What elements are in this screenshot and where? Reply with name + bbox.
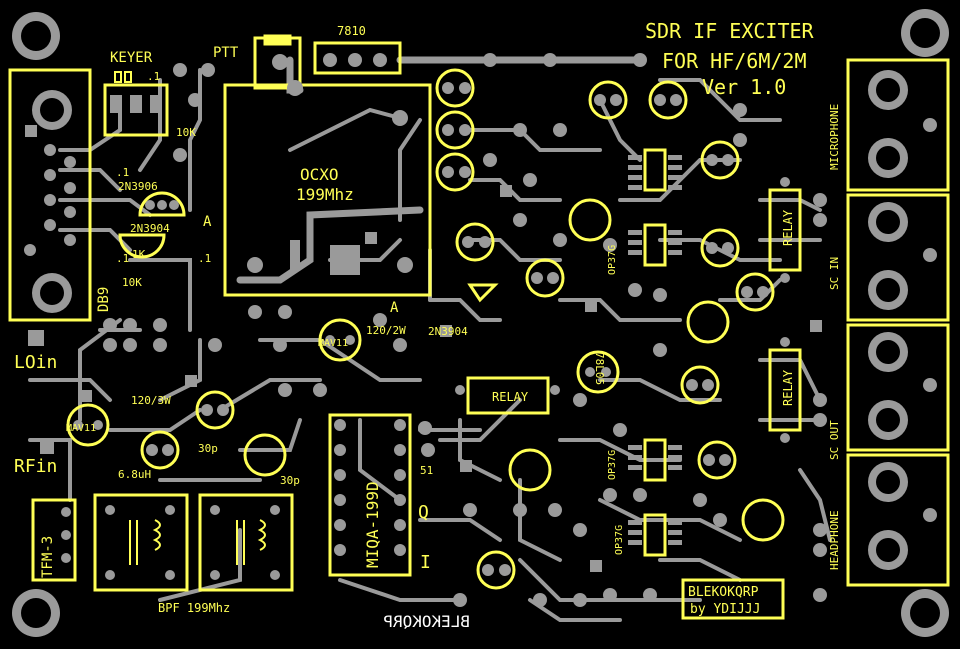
- mixer-module: [328, 413, 412, 577]
- c-30p-label-2: 30p: [280, 474, 300, 487]
- ocxo-freq-label: 199Mhz: [296, 185, 354, 204]
- c01a-label: .1: [147, 70, 160, 83]
- lo-in-label: LOin: [14, 352, 57, 373]
- r-120-2w-label: 120/2W: [366, 324, 406, 337]
- op3-label: OP37G: [614, 525, 625, 555]
- relay1-label: RELAY: [492, 390, 529, 404]
- c-30p-label-1: 30p: [198, 442, 218, 455]
- c01b-label: .1: [116, 166, 129, 179]
- silk-labels: SDR IF EXCITER FOR HF/6M/2M Ver 1.0 KEYE…: [14, 19, 841, 631]
- ocxo-module: [223, 80, 432, 297]
- title-line3: Ver 1.0: [702, 75, 786, 99]
- t3-label: 2N3904: [428, 325, 468, 338]
- l-68-label: 6.8uH: [118, 468, 151, 481]
- k1-label: 1K: [132, 248, 146, 261]
- ptt-label: PTT: [213, 45, 239, 61]
- mav1-label: MAV11: [318, 338, 348, 349]
- mixer-label: MIQA-199D: [363, 481, 382, 568]
- author-box: [681, 578, 785, 620]
- sc-in-label: SC IN: [828, 257, 841, 290]
- a2-label: A: [390, 300, 399, 316]
- op1-label: OP37G: [607, 245, 618, 275]
- a1-label: A: [203, 214, 212, 230]
- keyer-jack: [103, 71, 169, 137]
- mav2-label: MAV11: [66, 423, 96, 434]
- q-label: Q: [418, 502, 429, 523]
- ocxo-label: OCXO: [300, 165, 339, 184]
- tfm-label: TFM-3: [40, 536, 56, 578]
- title-line1: SDR IF EXCITER: [645, 19, 815, 43]
- relay3-label: RELAY: [781, 369, 795, 406]
- relay2-label: RELAY: [781, 209, 795, 246]
- transistors: [66, 191, 785, 542]
- microphone-label: MICROPHONE: [828, 104, 841, 170]
- keyer-label: KEYER: [110, 50, 153, 66]
- k10-label: 10K: [176, 126, 196, 139]
- rf-in-label: RFin: [14, 456, 57, 477]
- audio-jacks: [846, 58, 950, 587]
- l7805-label: 78L05: [593, 352, 606, 385]
- bpf-label: BPF 199Mhz: [158, 601, 230, 615]
- regulator-label: 7810: [337, 24, 366, 38]
- headphone-label: HEADPHONE: [828, 510, 841, 570]
- r-51-label: 51: [420, 464, 433, 477]
- c01c-label: .1: [116, 252, 129, 265]
- title-line2: FOR HF/6M/2M: [662, 49, 807, 73]
- db9-connector: [8, 68, 92, 322]
- electrolytic-capacitors: [140, 68, 775, 590]
- relays: [455, 177, 802, 443]
- regulator-7810: [313, 41, 402, 75]
- bpf-filters: [93, 493, 294, 592]
- r-120-3w-label: 120/3W: [131, 394, 171, 407]
- mounting-holes: [12, 9, 949, 637]
- c01d-label: .1: [198, 252, 211, 265]
- i-label: I: [420, 552, 431, 573]
- mirror-name: BLEKOKQRP: [383, 612, 470, 631]
- author-line2: by YDIJJJ: [690, 602, 760, 617]
- misc-pads: [28, 53, 827, 607]
- t2-label: 2N3904: [130, 222, 170, 235]
- k10b-label: 10K: [122, 276, 142, 289]
- db9-label: DB9: [96, 287, 112, 312]
- t1-label: 2N3906: [118, 180, 158, 193]
- ptt-jack: [253, 34, 302, 90]
- opamp-ics: [628, 148, 682, 557]
- tfm3-transformer: [31, 498, 77, 582]
- sc-out-label: SC OUT: [828, 420, 841, 460]
- op2-label: OP37G: [607, 450, 618, 480]
- author-line1: BLEKOKQRP: [688, 585, 759, 600]
